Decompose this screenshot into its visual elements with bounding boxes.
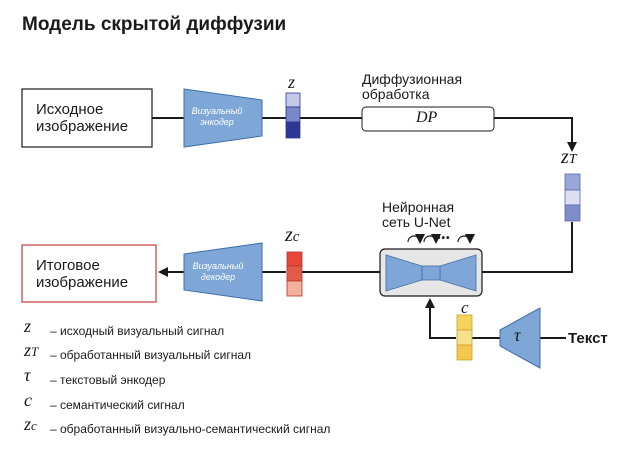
unet-loop-arrow-1 xyxy=(407,233,425,244)
legend-text: – исходный визуальный сигнал xyxy=(50,324,225,338)
unet-loop-arrow-3 xyxy=(457,233,475,244)
visual-encoder-label: Визуальный энкодер xyxy=(191,106,243,127)
c-cell-2 xyxy=(456,329,473,346)
text-encoder-shape xyxy=(499,307,541,369)
edge-c-to-unet xyxy=(425,298,456,339)
unet-loop-arrow-2 xyxy=(423,233,441,244)
legend-symbol: c xyxy=(24,390,32,410)
output-image-box xyxy=(21,244,157,303)
output-image-label: Итоговое изображение xyxy=(36,257,129,291)
legend-symbol: τ xyxy=(24,365,31,385)
z-cell-1 xyxy=(285,92,301,108)
visual-encoder-shape xyxy=(183,88,263,148)
unet-label: Нейронная сеть U-Net xyxy=(382,199,455,230)
zT-cell-1 xyxy=(564,173,581,191)
diagram-title: Модель скрытой диффузии xyxy=(22,14,287,35)
zc-cell-3 xyxy=(286,280,303,297)
zT-cell-2 xyxy=(564,189,581,206)
zc-symbol: zc xyxy=(285,224,299,247)
zT-base: z xyxy=(561,146,569,168)
text-input-label: Текст xyxy=(568,330,608,347)
zc-base: z xyxy=(285,224,293,246)
z-cell-2 xyxy=(285,106,301,123)
zc-cell-2 xyxy=(286,265,303,282)
legend-symbol: z xyxy=(24,316,32,336)
visual-decoder-label: Визуальный декодер xyxy=(192,261,244,282)
zT-symbol: zT xyxy=(561,146,577,169)
legend-text: – обработанный визуально-семантический с… xyxy=(50,422,331,436)
z-symbol: z xyxy=(288,72,296,92)
unet-bottleneck xyxy=(421,265,441,281)
legend-text: – семантический сигнал xyxy=(50,398,185,412)
input-image-label: Исходное изображение xyxy=(36,101,129,135)
zc-sub: c xyxy=(292,229,300,245)
legend-symbol: zc xyxy=(24,414,37,434)
c-symbol: c xyxy=(461,298,469,317)
legend-symbol: zT xyxy=(24,340,39,360)
c-cell-3 xyxy=(456,344,473,361)
legend-text: – текстовый энкодер xyxy=(50,373,166,387)
edge-dp-to-zT xyxy=(494,117,577,152)
visual-decoder-shape xyxy=(183,242,263,302)
dp-label: DP xyxy=(416,109,438,126)
zc-cell-1 xyxy=(286,251,303,267)
zT-sub: T xyxy=(568,152,577,167)
zT-cell-3 xyxy=(564,204,581,222)
input-image-box xyxy=(21,88,153,148)
dp-box xyxy=(361,106,495,132)
diffusion-label: Диффузионная обработка xyxy=(362,71,463,102)
z-cell-3 xyxy=(285,121,301,139)
legend-text: – обработанный визуальный сигнал xyxy=(50,348,252,362)
tau-label: τ xyxy=(514,325,521,345)
unet-dots: ••• xyxy=(437,233,451,244)
edge-zT-to-unet xyxy=(482,222,573,273)
